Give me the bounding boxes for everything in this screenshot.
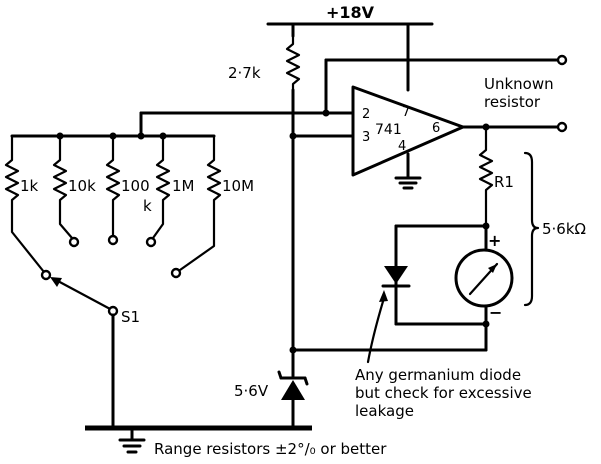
- germanium-diode: [381, 266, 411, 288]
- range-contact-1m[interactable]: [145, 236, 157, 248]
- diode-pointer: [366, 296, 386, 364]
- range-contact-10k[interactable]: [68, 236, 80, 248]
- op-amp-pin3: 3: [362, 130, 370, 145]
- bias-resistor-label: 2·7k: [228, 64, 261, 82]
- switch-label: S1: [121, 308, 140, 326]
- op-amp-pin6: 6: [432, 121, 440, 136]
- diode-note-line3: leakage: [355, 402, 414, 420]
- supply-rail: [266, 22, 434, 92]
- footer-note: Range resistors ±2°/₀ or better: [154, 440, 387, 458]
- unknown-terminal-bottom[interactable]: [556, 121, 568, 133]
- op-amp-pin4: 4: [398, 139, 406, 154]
- ground-symbol-main: [118, 438, 146, 454]
- diode-note-line1: Any germanium diode: [355, 366, 521, 384]
- r1-label: R1: [494, 173, 514, 191]
- range-contact-10m[interactable]: [170, 267, 182, 279]
- range-label-100: 100: [121, 177, 150, 195]
- range-resistor-100k: [105, 134, 121, 238]
- unknown-terminal-top[interactable]: [556, 54, 568, 66]
- range-label-1m: 1M: [172, 177, 195, 195]
- unknown-label-line1: Unknown: [484, 75, 554, 93]
- range-resistor-1k: [4, 134, 46, 274]
- ground-symbol-opamp: [394, 176, 422, 190]
- range-label-k: k: [143, 197, 152, 215]
- range-label-10k: 10k: [68, 177, 96, 195]
- resistor-r1: [478, 125, 494, 228]
- range-label-1k: 1k: [20, 177, 39, 195]
- range-contact-1k[interactable]: [40, 269, 52, 281]
- unknown-label-line2: resistor: [484, 93, 541, 111]
- op-amp-pin7: 7: [402, 105, 410, 120]
- meter-minus: −: [489, 303, 502, 322]
- meter-plus: +: [488, 231, 501, 250]
- meter: [454, 248, 514, 308]
- selector-switch-s1[interactable]: [50, 277, 119, 317]
- bias-resistor: [285, 34, 301, 92]
- zener-diode: [277, 370, 309, 400]
- op-amp-pin2: 2: [362, 107, 370, 122]
- op-amp-name: 741: [375, 122, 402, 138]
- range-resistor-1m: [151, 134, 171, 240]
- r1-bracket: [523, 151, 540, 307]
- range-contact-100k[interactable]: [107, 234, 119, 246]
- op-amp-741: [351, 85, 465, 177]
- r1-value: 5·6kΩ: [542, 220, 586, 238]
- zener-label: 5·6V: [234, 382, 269, 400]
- diode-note-line2: but check for excessive: [355, 384, 532, 402]
- range-label-10m: 10M: [222, 177, 254, 195]
- range-resistor-10m: [178, 134, 222, 272]
- supply-label: +18V: [326, 3, 375, 22]
- range-resistor-10k: [52, 134, 74, 240]
